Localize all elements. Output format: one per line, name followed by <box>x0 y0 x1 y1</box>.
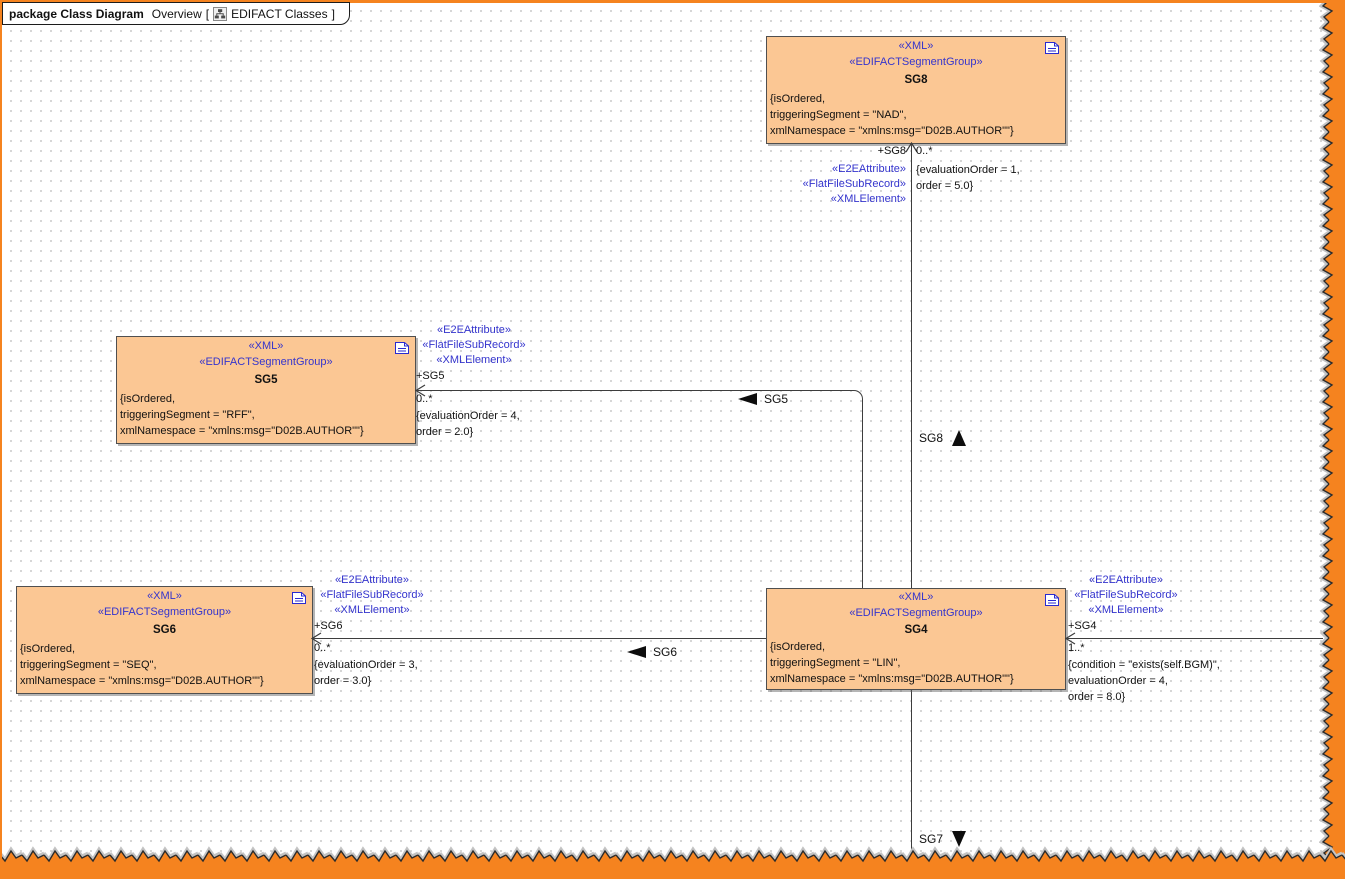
left-arrow-icon <box>627 646 646 658</box>
document-icon <box>1044 41 1060 55</box>
assoc-role-sg5[interactable]: +SG5 <box>416 370 445 382</box>
down-arrow-icon <box>952 831 967 847</box>
association-line-sg4-right[interactable] <box>1065 638 1323 639</box>
open-arrow-left-icon <box>1064 632 1076 645</box>
open-arrow-left-icon <box>414 384 426 397</box>
direction-label-sg6[interactable]: SG6 <box>627 645 677 659</box>
class-box-sg6[interactable]: «XML» «EDIFACTSegmentGroup» SG6 {isOrder… <box>16 586 313 694</box>
class-property: {isOrdered, <box>120 393 176 405</box>
class-stereotype: «XML» <box>898 40 934 52</box>
class-name: SG8 <box>904 74 928 86</box>
frame-edge-top <box>0 0 1345 3</box>
class-stereotype: «XML» <box>248 340 284 352</box>
direction-label-sg5[interactable]: SG5 <box>738 392 788 406</box>
assoc-stereotype[interactable]: «FlatFileSubRecord» <box>802 178 906 190</box>
assoc-multiplicity-sg5[interactable]: 0..* <box>416 393 433 405</box>
assoc-constraint-sg6[interactable]: {evaluationOrder = 3, order = 3.0} <box>314 659 418 687</box>
document-icon <box>1044 593 1060 607</box>
class-property: {isOrdered, <box>770 93 826 105</box>
class-stereotype: «EDIFACTSegmentGroup» <box>849 607 983 619</box>
class-diagram-icon <box>213 6 228 21</box>
tab-open-bracket: [ <box>205 6 210 21</box>
association-line-sg4-sg5[interactable] <box>415 390 863 589</box>
class-property: xmlNamespace = "xmlns:msg="D02B.AUTHOR""… <box>770 673 1014 685</box>
class-property: xmlNamespace = "xmlns:msg="D02B.AUTHOR""… <box>770 125 1014 137</box>
open-arrow-up-icon <box>905 141 918 153</box>
class-stereotype: «XML» <box>147 590 182 602</box>
class-box-sg5[interactable]: «XML» «EDIFACTSegmentGroup» SG5 {isOrder… <box>116 336 416 444</box>
class-property: triggeringSegment = "RFF", <box>120 409 255 421</box>
class-property: triggeringSegment = "SEQ", <box>20 659 157 671</box>
torn-border-right <box>1319 0 1345 879</box>
assoc-multiplicity-sg6[interactable]: 0..* <box>314 642 331 654</box>
open-arrow-left-icon <box>310 632 322 645</box>
diagram-kind-label: package Class Diagram <box>9 6 144 21</box>
assoc-labels-sg8[interactable]: +SG8 «E2EAttribute» «FlatFileSubRecord» … <box>786 144 906 207</box>
class-stereotype: «EDIFACTSegmentGroup» <box>199 356 333 368</box>
document-icon <box>291 591 307 605</box>
class-stereotype: «EDIFACTSegmentGroup» <box>849 56 983 68</box>
class-property: xmlNamespace = "xmlns:msg="D02B.AUTHOR""… <box>120 425 364 437</box>
document-icon <box>394 341 410 355</box>
diagram-name-label: EDIFACT Classes <box>231 6 328 21</box>
assoc-role-sg6[interactable]: +SG6 <box>314 620 343 632</box>
class-box-sg8[interactable]: «XML» «EDIFACTSegmentGroup» SG8 {isOrder… <box>766 36 1066 144</box>
class-box-sg4[interactable]: «XML» «EDIFACTSegmentGroup» SG4 {isOrder… <box>766 588 1066 690</box>
class-property: {isOrdered, <box>770 641 826 653</box>
assoc-stereotype[interactable]: «E2EAttribute» <box>832 163 906 175</box>
assoc-constraint-sg4[interactable]: {condition = "exists(self.BGM)", evaluat… <box>1068 659 1220 703</box>
assoc-multiplicity-sg4[interactable]: 1..* <box>1068 642 1085 654</box>
class-property: triggeringSegment = "LIN", <box>770 657 901 669</box>
torn-border-bottom <box>0 845 1345 879</box>
assoc-stereotype[interactable]: «XMLElement» <box>830 193 906 205</box>
assoc-multiplicity-sg8[interactable]: 0..* <box>916 145 933 157</box>
class-property: {isOrdered, <box>20 643 76 655</box>
assoc-stereotypes-sg6[interactable]: «E2EAttribute» «FlatFileSubRecord» «XMLE… <box>320 574 424 616</box>
class-property: triggeringSegment = "NAD", <box>770 109 907 121</box>
diagram-tab[interactable]: package Class Diagram Overview [ EDIFACT… <box>2 2 350 25</box>
class-property: xmlNamespace = "xmlns:msg="D02B.AUTHOR""… <box>20 675 264 687</box>
diagram-context-label: Overview <box>151 6 202 21</box>
assoc-stereotypes-sg5[interactable]: «E2EAttribute» «FlatFileSubRecord» «XMLE… <box>422 324 526 366</box>
assoc-role-sg4[interactable]: +SG4 <box>1068 620 1097 632</box>
association-line-sg4-sg6[interactable] <box>311 638 766 639</box>
class-stereotype: «EDIFACTSegmentGroup» <box>97 606 232 618</box>
direction-label-sg8[interactable]: SG8 <box>919 430 967 446</box>
assoc-stereotypes-sg4[interactable]: «E2EAttribute» «FlatFileSubRecord» «XMLE… <box>1074 574 1178 616</box>
association-line-sg8-sg7[interactable] <box>911 142 912 852</box>
assoc-constraint-sg8[interactable]: {evaluationOrder = 1, order = 5.0} <box>916 164 1020 192</box>
class-name: SG4 <box>904 624 928 636</box>
class-name: SG6 <box>152 624 176 636</box>
assoc-constraint-sg5[interactable]: {evaluationOrder = 4, order = 2.0} <box>416 410 520 438</box>
frame-edge-left <box>0 0 2 879</box>
up-arrow-icon <box>952 430 967 446</box>
class-stereotype: «XML» <box>898 591 934 603</box>
tab-close-bracket: ] <box>331 6 335 21</box>
assoc-role[interactable]: +SG8 <box>877 145 906 157</box>
class-name: SG5 <box>254 374 278 386</box>
left-arrow-icon <box>738 393 757 405</box>
direction-label-sg7[interactable]: SG7 <box>919 831 967 847</box>
